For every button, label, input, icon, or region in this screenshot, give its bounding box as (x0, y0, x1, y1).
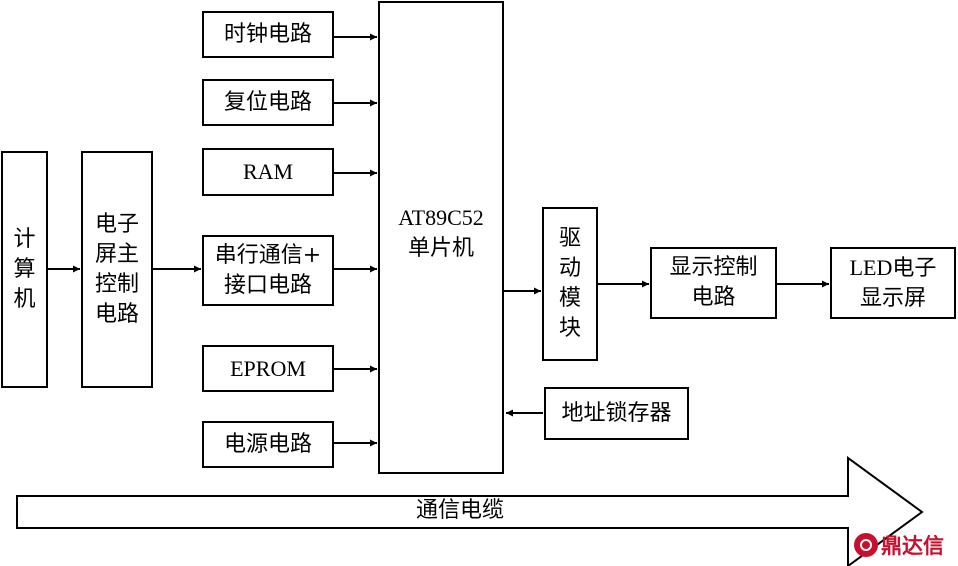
serial-interface-label: 串行通信+ 接口电路 (214, 242, 322, 298)
ram-block: RAM (202, 148, 334, 196)
reset-circuit-block: 复位电路 (202, 79, 334, 126)
clock-circuit-label: 时钟电路 (223, 21, 312, 47)
watermark-text: 鼎达信 (881, 534, 944, 558)
ram-label: RAM (242, 159, 294, 184)
watermark: 鼎达信 (854, 530, 944, 560)
mcu-label: AT89C52 单片机 (398, 205, 484, 260)
screen-main-control-label: 电子 屏主 控制 电路 (94, 211, 139, 327)
driver-module-block: 驱 动 模 块 (542, 207, 598, 361)
serial-interface-block: 串行通信+ 接口电路 (202, 235, 334, 306)
power-circuit-block: 电源电路 (202, 421, 334, 468)
watermark-logo-icon (854, 533, 878, 557)
led-display-label: LED电子 显示屏 (849, 255, 937, 310)
power-circuit-label: 电源电路 (223, 431, 312, 457)
driver-module-label: 驱 动 模 块 (558, 226, 581, 341)
eprom-block: EPROM (202, 345, 334, 392)
computer-label: 计 算 机 (13, 226, 36, 312)
display-control-block: 显示控制 电路 (650, 247, 777, 319)
address-latch-block: 地址锁存器 (544, 387, 689, 440)
communication-cable-banner (16, 456, 924, 566)
reset-circuit-label: 复位电路 (223, 89, 312, 115)
eprom-label: EPROM (230, 355, 306, 381)
computer-block: 计 算 机 (1, 151, 48, 388)
display-control-label: 显示控制 电路 (669, 255, 758, 310)
clock-circuit-block: 时钟电路 (202, 11, 334, 58)
communication-cable-label: 通信电缆 (415, 498, 504, 523)
mcu-block: AT89C52 单片机 (378, 1, 504, 474)
screen-main-control-block: 电子 屏主 控制 电路 (81, 151, 153, 388)
led-display-block: LED电子 显示屏 (830, 247, 956, 319)
address-latch-label: 地址锁存器 (561, 400, 672, 426)
